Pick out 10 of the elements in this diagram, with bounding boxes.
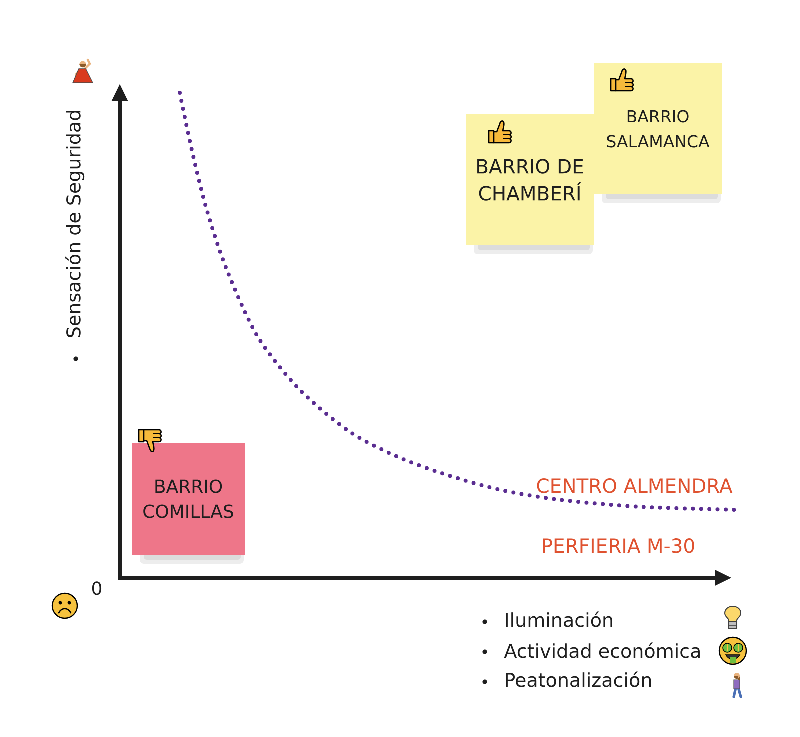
list-item: Actividad económica (504, 642, 700, 658)
axis-label: Sensación de Seguridad (65, 111, 85, 338)
origin-label: 0 (92, 582, 102, 596)
sticky-note: BARRIO COMILLAS (132, 443, 245, 564)
list-item: Iluminación (506, 612, 612, 628)
zone-label: PERFIERIA M-30 (543, 538, 694, 554)
sticky-note: BARRIO SALAMANCA (594, 64, 722, 204)
sticky-note: BARRIO DE CHAMBERÍ (466, 114, 594, 254)
zone-label: CENTRO ALMENDRA (537, 478, 733, 494)
list-item: Peatonalización (506, 672, 652, 688)
